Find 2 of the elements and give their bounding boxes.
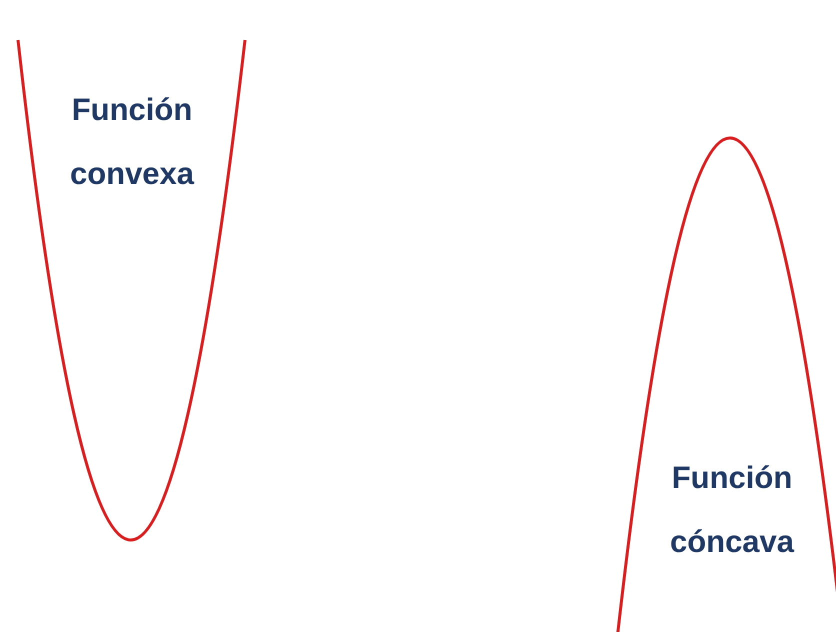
function-label: Función cóncava [668,459,796,561]
function-label: Función convexa [68,91,196,193]
